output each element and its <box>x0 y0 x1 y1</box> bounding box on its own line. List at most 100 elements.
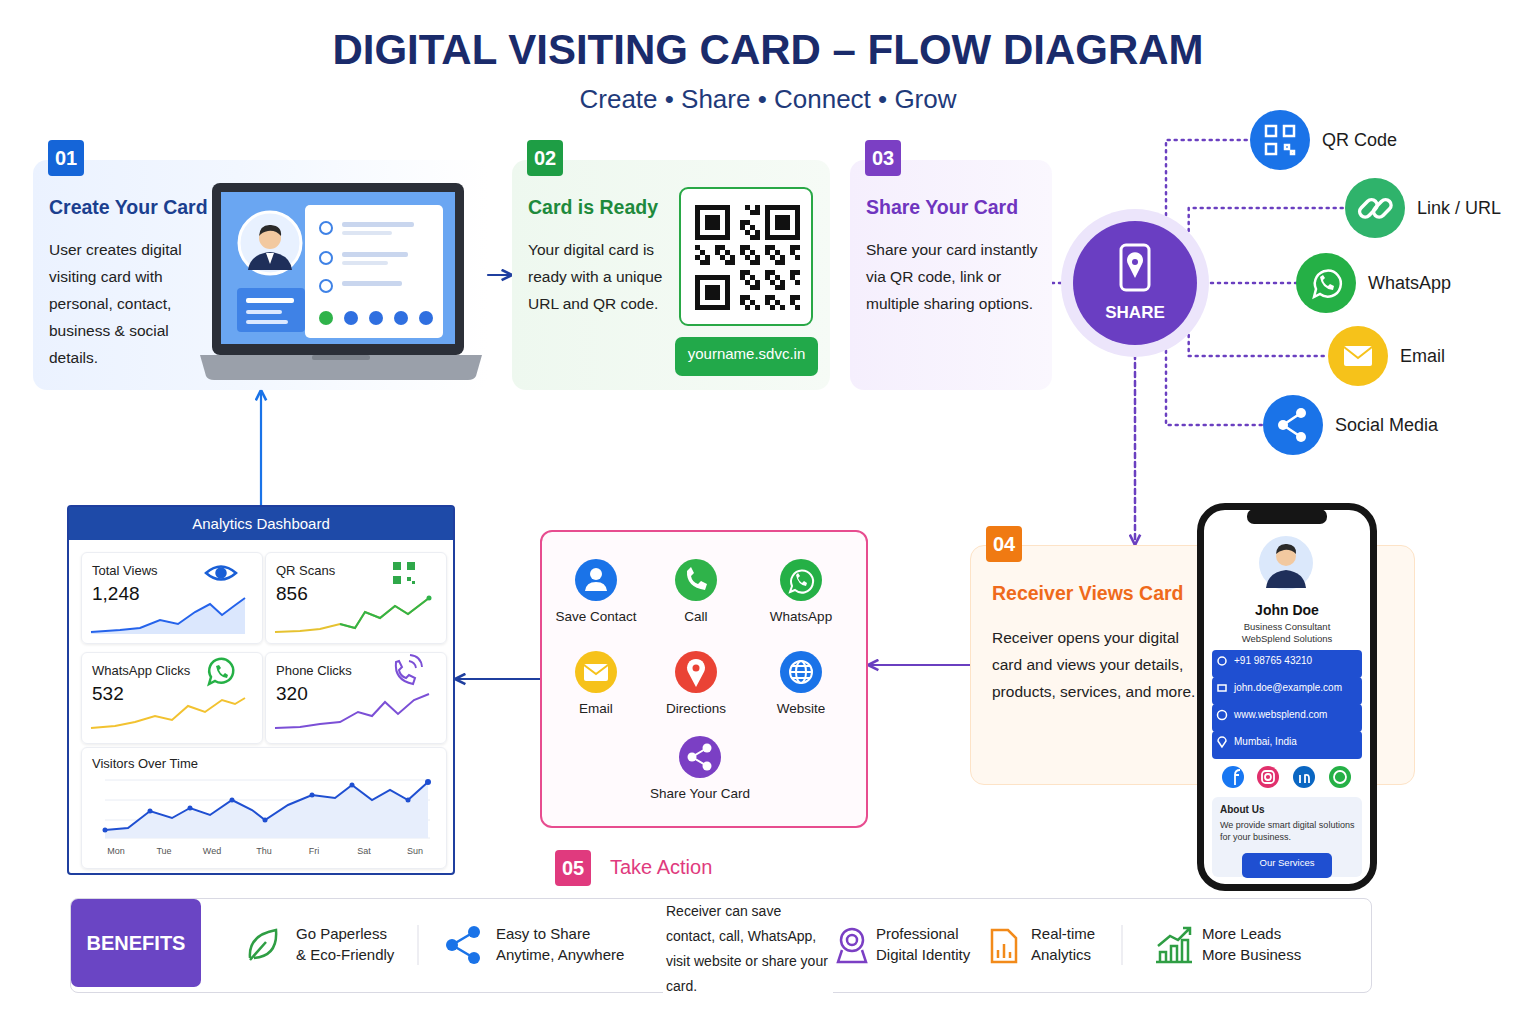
laptop-illustration <box>200 183 482 380</box>
flow-connector <box>488 274 512 276</box>
analytics-dashboard: Total Views 1,248 QR Scans 856WhatsApp Clic… <box>67 505 455 875</box>
action-label: Call <box>646 609 746 624</box>
axis-day: Sun <box>400 846 430 856</box>
axis-day: Thu <box>249 846 279 856</box>
metric-card: Total Views 1,248 <box>81 552 263 644</box>
step-description: User creates digital visiting card with … <box>49 236 199 371</box>
step-description: Share your card instantly via QR code, l… <box>866 236 1038 317</box>
step-description: Receiver opens your digital card and vie… <box>992 624 1197 705</box>
axis-day: Fri <box>299 846 329 856</box>
step-box: 01Create Your CardUser creates digital v… <box>33 160 488 390</box>
metric-name: QR Scans <box>276 563 406 578</box>
step-number: 05 <box>555 850 591 886</box>
contact-row: Mumbai, India <box>1212 731 1362 759</box>
metric-card: Phone Clicks320 <box>265 652 447 744</box>
benefit-text: Real-time Analytics <box>1031 923 1121 965</box>
contact-name: John Doe <box>1204 602 1370 618</box>
step-description: Receiver can save contact, call, WhatsAp… <box>663 899 833 999</box>
contact-row: www.websplend.com <box>1212 704 1362 732</box>
flow-connector <box>1166 337 1263 425</box>
action-panel: Save ContactCall WhatsAppEmailDirections W… <box>540 530 868 828</box>
action-label: Website <box>751 701 851 716</box>
flow-connector <box>1189 208 1345 252</box>
dashboard-title: Analytics Dashboard <box>69 507 453 540</box>
dashboard-graphics <box>91 562 432 838</box>
flow-connector <box>1166 140 1250 229</box>
phone-details <box>1218 509 1352 788</box>
metric-value: 856 <box>276 583 396 605</box>
action-item: Save Contact <box>546 559 646 631</box>
step-number: 04 <box>986 526 1022 562</box>
action-item: Website <box>751 651 851 723</box>
share-circle: SHARE <box>1073 221 1197 345</box>
step-number: 03 <box>865 140 901 176</box>
metric-name: WhatsApp Clicks <box>92 663 222 678</box>
flow-connector <box>1197 282 1296 285</box>
benefits-heading: BENEFITS <box>71 899 201 987</box>
share-channel: Link / URL <box>1345 178 1506 238</box>
about-box: Our ServicesAbout UsWe provide smart dig… <box>1212 797 1362 877</box>
contact-role: Business Consultant <box>1204 621 1370 632</box>
step-box: yourname.sdvc.in02Card is ReadyYour digi… <box>512 160 830 390</box>
channel-label: Link / URL <box>1417 178 1501 238</box>
action-item: Call <box>646 559 746 631</box>
url-pill: yourname.sdvc.in <box>675 337 818 376</box>
action-item: Email <box>546 651 646 723</box>
channel-label: WhatsApp <box>1368 253 1451 313</box>
flow-connector <box>260 390 262 505</box>
metric-card: WhatsApp Clicks532 <box>81 652 263 744</box>
step-title: Create Your Card <box>49 196 234 219</box>
benefit-text: Professional Digital Identity <box>876 923 991 965</box>
channel-label: Email <box>1400 326 1445 386</box>
benefit-text: Go Paperless & Eco-Friendly <box>296 923 396 965</box>
action-label: Save Contact <box>546 609 646 624</box>
step-title: Receiver Views Card <box>992 582 1202 605</box>
metric-value: 1,248 <box>92 583 212 605</box>
channel-icons <box>1250 110 1405 455</box>
phone-mockup: +91 98765 43210 john.doe@example.comwww.w… <box>1197 503 1377 891</box>
services-button: Our Services <box>1242 853 1332 878</box>
share-channel: Email <box>1328 326 1450 386</box>
contact-company: WebSplend Solutions <box>1204 633 1370 644</box>
step-box: 03Share Your CardShare your card instant… <box>850 160 1052 390</box>
action-item: Directions <box>646 651 746 723</box>
action-item: Share Your Card <box>650 736 750 808</box>
step-title: Card is Ready <box>528 196 678 219</box>
button-text: Our Services <box>1242 853 1332 872</box>
step-number: 01 <box>48 140 84 176</box>
action-label: Directions <box>646 701 746 716</box>
metric-value: 320 <box>276 683 396 705</box>
metric-card: QR Scans 856 <box>265 552 447 644</box>
step-description: Your digital card is ready with a unique… <box>528 236 680 317</box>
contact-row: john.doe@example.com <box>1212 677 1362 705</box>
axis-day: Wed <box>197 846 227 856</box>
flow-connector <box>455 678 540 680</box>
qr-code-illustration <box>680 188 812 325</box>
diagram-title: DIGITAL VISITING CARD – FLOW DIAGRAM <box>0 26 1536 74</box>
flow-connector <box>1189 314 1328 356</box>
metric-name: Total Views <box>92 563 222 578</box>
contact-row-text: +91 98765 43210 <box>1234 650 1360 672</box>
action-item: WhatsApp <box>751 559 851 631</box>
contact-row-text: www.websplend.com <box>1234 704 1360 726</box>
benefit-text: More Leads More Business <box>1202 923 1307 965</box>
channel-label: Social Media <box>1335 395 1438 455</box>
action-label: WhatsApp <box>751 609 851 624</box>
contact-row-text: Mumbai, India <box>1234 731 1360 753</box>
benefit-text: Easy to Share Anytime, Anywhere <box>496 923 626 965</box>
url-text: yourname.sdvc.in <box>675 337 818 370</box>
step-title: Take Action <box>610 856 780 879</box>
axis-day: Sat <box>349 846 379 856</box>
action-label: Email <box>546 701 646 716</box>
action-label: Share Your Card <box>650 786 750 801</box>
flow-connector <box>868 664 970 666</box>
share-text: SHARE <box>1073 303 1197 323</box>
share-channel: WhatsApp <box>1296 253 1456 313</box>
chart-title: Visitors Over Time <box>92 756 292 771</box>
flow-connector <box>1134 345 1137 545</box>
share-channel: Social Media <box>1263 395 1443 455</box>
axis-day: Tue <box>149 846 179 856</box>
diagram-caption: Create • Share • Connect • Grow <box>0 84 1536 115</box>
axis-day: Mon <box>101 846 131 856</box>
